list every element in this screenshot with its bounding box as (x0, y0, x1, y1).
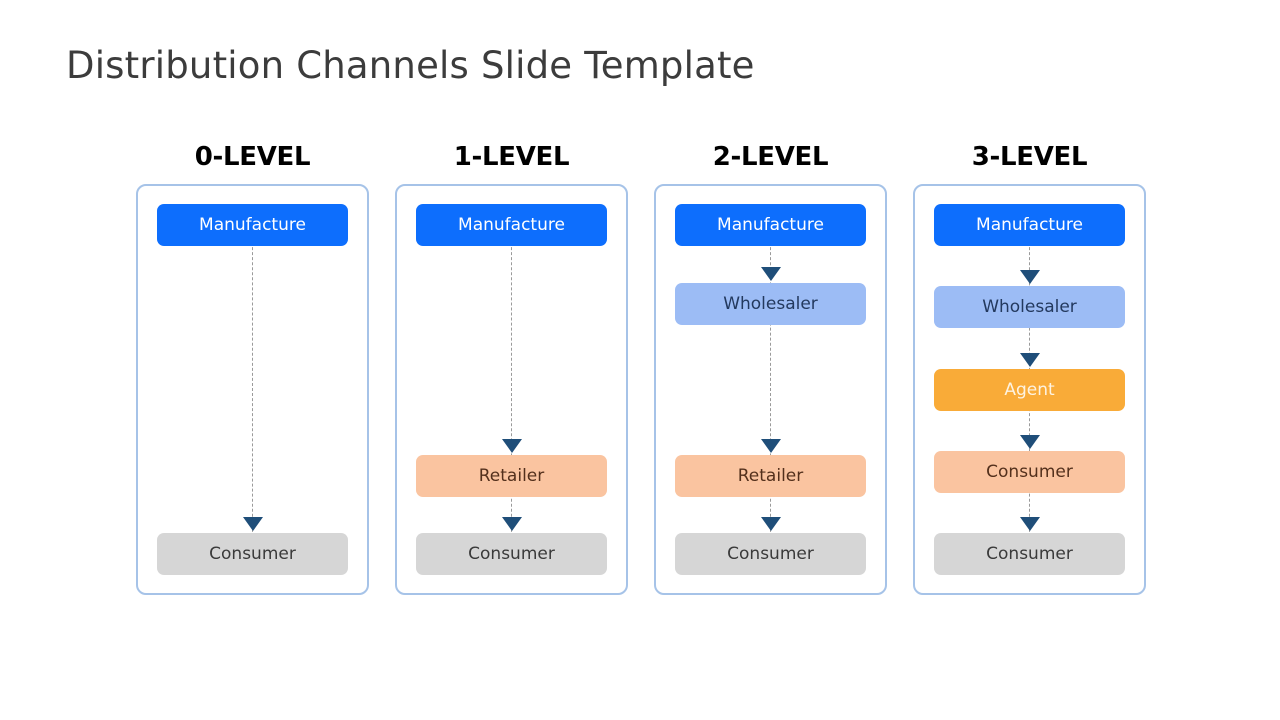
channel-panel-0-level: Manufacture Consumer (136, 184, 369, 595)
node-consumer[interactable]: Consumer (157, 533, 348, 575)
connector-dashed-line (510, 232, 512, 547)
channel-flow-1-level: Manufacture Retailer Consumer (416, 204, 607, 575)
channel-column-2-level[interactable]: 2-LEVEL Manufacture Wholesaler Retailer (654, 140, 887, 595)
column-header-2-level: 2-LEVEL (712, 142, 829, 172)
node-wholesaler[interactable]: Wholesaler (934, 286, 1125, 329)
connector-gap (934, 246, 1125, 286)
node-manufacture[interactable]: Manufacture (675, 204, 866, 246)
channel-panel-2-level: Manufacture Wholesaler Retailer Consumer (654, 184, 887, 595)
node-manufacture[interactable]: Manufacture (157, 204, 348, 246)
arrow-down-icon (1019, 517, 1040, 531)
node-wholesaler[interactable]: Wholesaler (675, 283, 866, 325)
column-header-1-level: 1-LEVEL (453, 142, 570, 172)
node-consumer[interactable]: Consumer (675, 533, 866, 575)
connector-gap (934, 493, 1125, 533)
node-consumer[interactable]: Consumer (934, 533, 1125, 575)
node-consumer[interactable]: Consumer (416, 533, 607, 575)
connector-dashed-line (769, 232, 771, 547)
node-agent[interactable]: Agent (934, 368, 1125, 411)
node-consumer-secondary[interactable]: Consumer (934, 450, 1125, 493)
column-header-0-level: 0-LEVEL (194, 142, 311, 172)
arrow-down-icon (760, 517, 781, 531)
page-title: Distribution Channels Slide Template (66, 44, 755, 87)
connector-gap (157, 246, 348, 533)
connector-gap (416, 246, 607, 455)
connector-gap (416, 497, 607, 533)
arrow-down-icon (760, 439, 781, 453)
node-retailer[interactable]: Retailer (416, 455, 607, 497)
channel-column-0-level[interactable]: 0-LEVEL Manufacture Consumer (136, 140, 369, 595)
arrow-down-icon (1019, 434, 1040, 449)
arrow-down-icon (1019, 352, 1040, 367)
connector-gap (934, 328, 1125, 368)
channel-flow-2-level: Manufacture Wholesaler Retailer Consumer (675, 204, 866, 575)
arrow-down-icon (501, 517, 522, 531)
channel-column-3-level[interactable]: 3-LEVEL Manufacture Wholesaler Agent (913, 140, 1146, 595)
connector-gap (675, 497, 866, 533)
column-header-3-level: 3-LEVEL (971, 142, 1088, 172)
arrow-down-icon (242, 517, 263, 531)
connector-dashed-line (251, 232, 253, 547)
channel-columns: 0-LEVEL Manufacture Consumer 1-LEVEL Man… (136, 140, 1146, 610)
arrow-down-icon (1019, 270, 1040, 285)
connector-gap (675, 325, 866, 455)
arrow-down-icon (760, 267, 781, 281)
connector-gap (934, 411, 1125, 451)
node-retailer[interactable]: Retailer (675, 455, 866, 497)
channel-panel-3-level: Manufacture Wholesaler Agent Consumer (913, 184, 1146, 595)
connector-gap (675, 246, 866, 283)
channel-flow-3-level: Manufacture Wholesaler Agent Consumer (934, 204, 1125, 575)
channel-column-1-level[interactable]: 1-LEVEL Manufacture Retailer Consumer (395, 140, 628, 595)
node-manufacture[interactable]: Manufacture (416, 204, 607, 246)
node-manufacture[interactable]: Manufacture (934, 204, 1125, 246)
arrow-down-icon (501, 439, 522, 453)
channel-panel-1-level: Manufacture Retailer Consumer (395, 184, 628, 595)
channel-flow-0-level: Manufacture Consumer (157, 204, 348, 575)
